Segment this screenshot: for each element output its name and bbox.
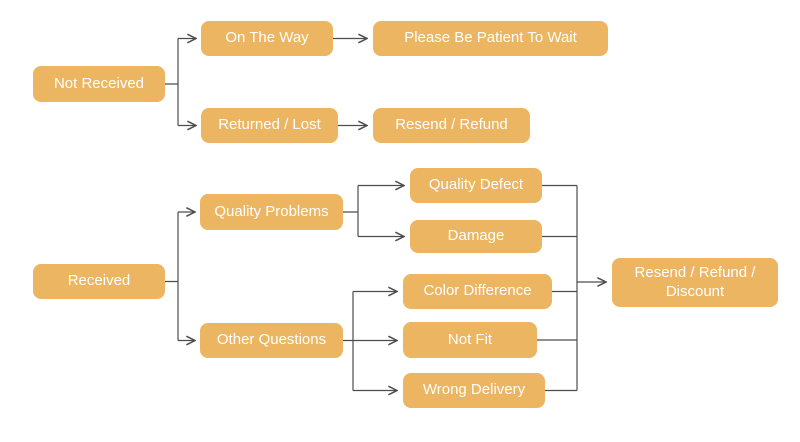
node-received: Received [33, 264, 165, 299]
node-other-questions: Other Questions [200, 323, 343, 358]
node-resend-refund-discount: Resend / Refund / Discount [612, 258, 778, 307]
node-damage: Damage [410, 220, 542, 253]
node-quality-problems: Quality Problems [200, 194, 343, 230]
node-quality-defect: Quality Defect [410, 168, 542, 203]
node-not-received: Not Received [33, 66, 165, 102]
node-returned-lost: Returned / Lost [201, 108, 338, 143]
node-not-fit: Not Fit [403, 322, 537, 358]
node-please-be-patient: Please Be Patient To Wait [373, 21, 608, 56]
node-color-difference: Color Difference [403, 274, 552, 309]
node-on-the-way: On The Way [201, 21, 333, 56]
node-wrong-delivery: Wrong Delivery [403, 373, 545, 408]
node-resend-refund: Resend / Refund [373, 108, 530, 143]
